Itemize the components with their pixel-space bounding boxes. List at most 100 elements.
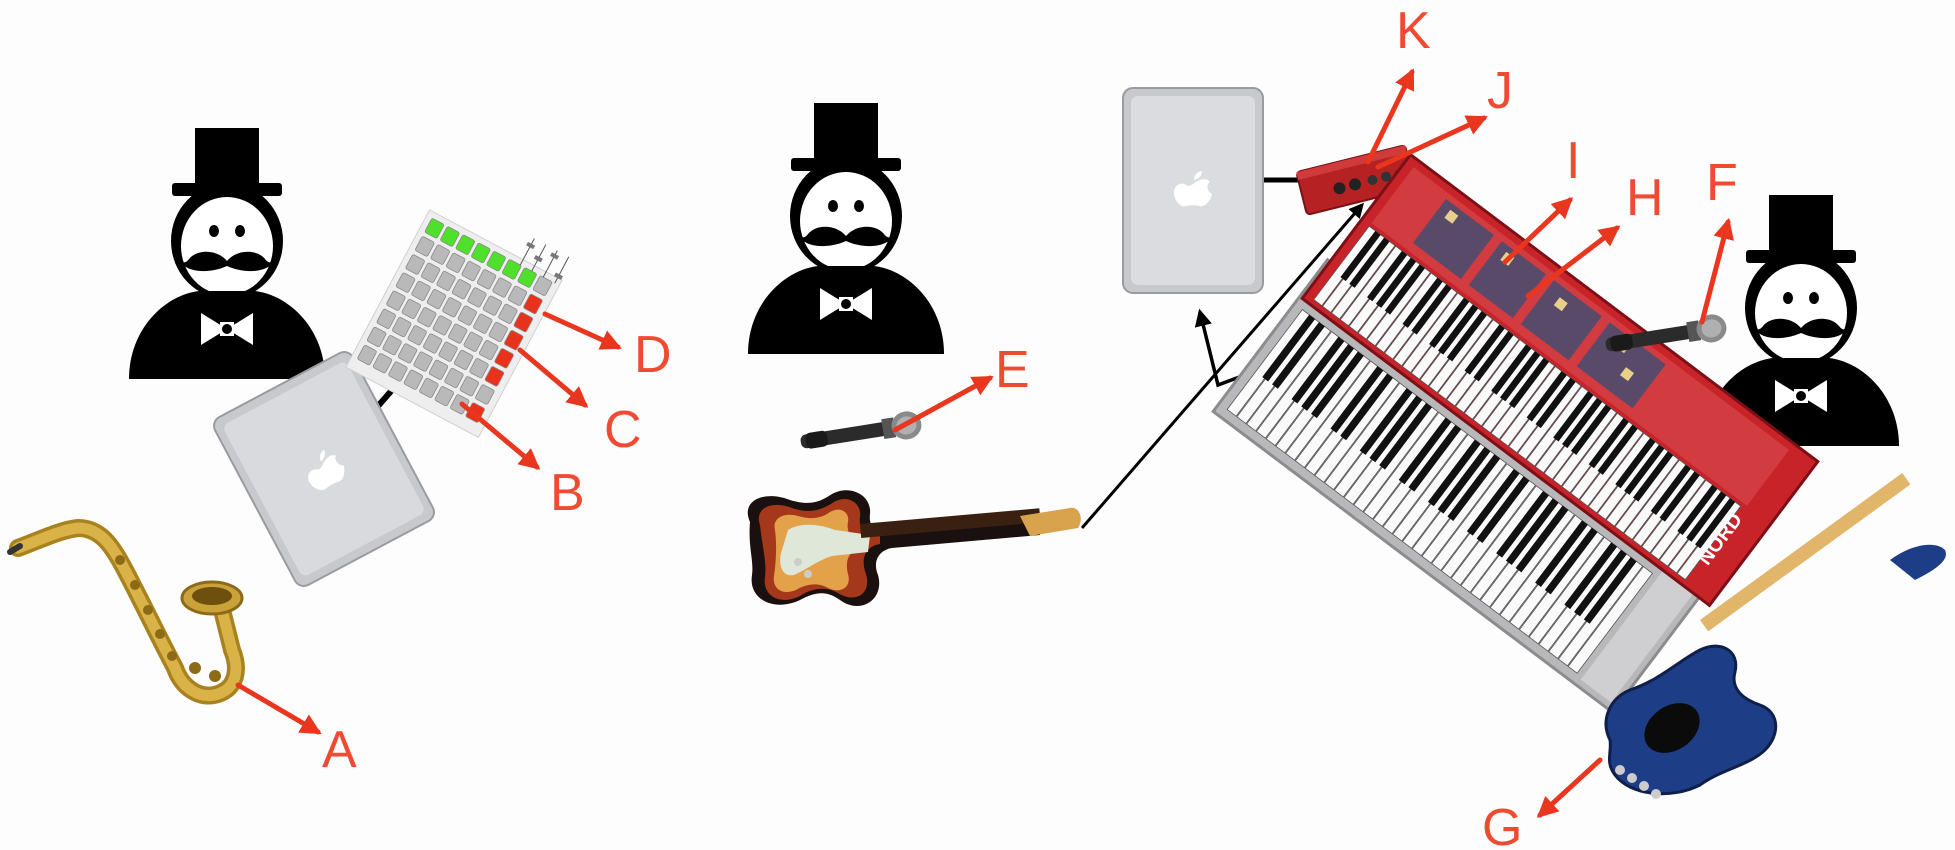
black-key <box>1359 388 1413 455</box>
saxophone-icon <box>7 518 245 705</box>
black-key <box>1466 468 1520 536</box>
launchpad-pad <box>463 331 483 352</box>
arrow-e <box>892 375 994 433</box>
callout-labels: A B C D E F G H I J K <box>322 2 1738 850</box>
black-key <box>1476 476 1530 543</box>
black-key <box>1437 304 1479 355</box>
arrow-c <box>517 347 589 408</box>
black-key <box>1446 311 1488 362</box>
black-key <box>1535 520 1588 588</box>
black-key <box>1384 264 1425 315</box>
black-key <box>1402 277 1443 328</box>
black-key <box>1562 397 1603 449</box>
launchpad-pad <box>440 226 460 247</box>
stage-piano-icon: NORD <box>1300 152 1820 608</box>
black-key <box>1272 322 1325 389</box>
black-key <box>1695 498 1736 549</box>
black-key <box>1398 417 1452 485</box>
launchpad-pad <box>386 290 406 311</box>
black-key <box>1526 371 1567 422</box>
black-key <box>1659 471 1700 522</box>
launchpad-pad <box>357 345 377 366</box>
launchpad-pad <box>469 358 489 379</box>
arrow-d <box>542 311 622 350</box>
launchpad-pad <box>426 289 447 310</box>
launchpad-pad <box>476 269 497 290</box>
performer-icon <box>748 103 944 354</box>
launchpad-pad <box>455 234 475 255</box>
black-key <box>1544 527 1598 595</box>
black-key <box>1427 439 1481 507</box>
launchpad-pad <box>411 280 431 301</box>
black-key <box>1411 284 1452 335</box>
label-j: J <box>1487 62 1513 120</box>
black-key <box>1570 404 1612 455</box>
arrow-g <box>1536 757 1603 818</box>
arrow-j <box>1375 115 1488 170</box>
launchpad-pad <box>392 317 412 338</box>
launchpad-icon <box>345 209 570 439</box>
launchpad-pad <box>517 267 537 288</box>
label-a: A <box>322 721 357 779</box>
launchpad-pad <box>407 325 427 346</box>
arrow-b <box>459 401 541 470</box>
launchpad-pad <box>403 369 424 390</box>
launchpad-pad <box>479 340 499 361</box>
black-key <box>1408 424 1462 492</box>
launchpad-pad <box>372 353 393 374</box>
label-e: E <box>995 341 1030 399</box>
launchpad-pad <box>448 323 468 344</box>
callout-arrows <box>235 68 1734 818</box>
black-key <box>1491 344 1532 395</box>
launchpad-pad <box>459 376 480 397</box>
black-key <box>1588 417 1629 469</box>
label-d: D <box>634 326 672 384</box>
launchpad-pad <box>461 261 481 282</box>
launchpad-pad <box>423 333 443 354</box>
black-key <box>1615 437 1656 489</box>
guitar-cable <box>1080 202 1364 529</box>
arrow-h <box>1525 225 1621 299</box>
black-key <box>1340 373 1394 441</box>
black-key <box>1379 402 1432 470</box>
arrow-k <box>1365 68 1415 165</box>
launchpad-pad <box>367 326 387 347</box>
launchpad-pad <box>513 312 533 333</box>
black-key <box>1447 454 1501 521</box>
launchpad-pad <box>397 343 418 364</box>
black-key <box>1508 357 1550 409</box>
bass-guitar-icon <box>1604 473 1946 799</box>
launchpad-pad <box>438 341 458 362</box>
black-key <box>1375 257 1417 308</box>
performer-icon <box>129 128 325 379</box>
black-key <box>1505 498 1559 566</box>
electric-guitar-icon <box>747 490 1081 606</box>
black-key <box>1496 490 1549 558</box>
launchpad-pad <box>498 303 518 324</box>
white-key <box>1567 566 1653 674</box>
launchpad-pad <box>395 272 416 293</box>
launchpad-pad <box>420 262 441 283</box>
launchpad-pad <box>475 384 495 405</box>
label-c: C <box>604 401 642 459</box>
launchpad-pad <box>428 359 449 380</box>
launchpad-pad <box>486 251 506 272</box>
label-h: H <box>1626 169 1664 227</box>
launchpad-pad <box>492 277 512 298</box>
microphone-icon <box>798 409 924 456</box>
black-key <box>1262 314 1316 382</box>
black-key <box>1535 377 1576 429</box>
launchpad-pad <box>436 270 456 292</box>
black-key <box>1650 464 1691 515</box>
launchpad-pad <box>446 252 466 273</box>
black-key <box>1349 237 1390 288</box>
black-key <box>1632 451 1674 502</box>
launchpad-pad <box>417 307 437 328</box>
arrow-i <box>1502 197 1574 265</box>
launchpad-pad <box>488 321 508 342</box>
arrow-a <box>235 682 322 735</box>
black-key <box>1340 230 1381 282</box>
black-key <box>1624 444 1665 495</box>
launchpad-pad <box>482 295 503 316</box>
